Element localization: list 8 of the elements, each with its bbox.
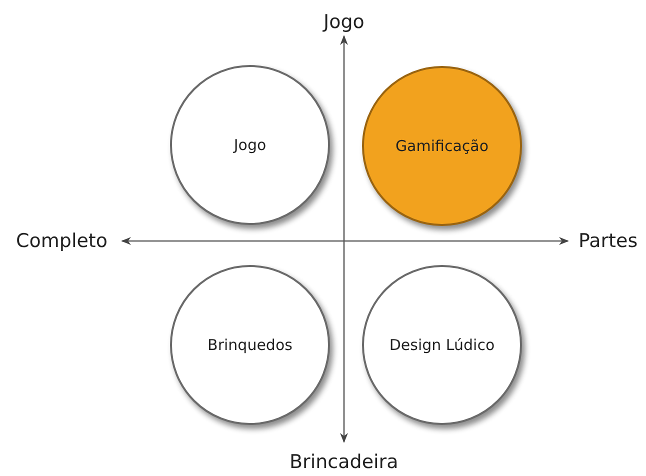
axis-label: Jogo: [324, 12, 364, 32]
circle-label: Brinquedos: [208, 336, 292, 354]
circle-label: Gamificação: [395, 137, 489, 155]
axis-label: Brincadeira: [290, 452, 398, 472]
axis-label: Partes: [578, 232, 638, 250]
circle-label: Design Lúdico: [389, 336, 495, 354]
circle-label: Jogo: [234, 136, 266, 154]
axis-label: Completo: [16, 232, 108, 250]
